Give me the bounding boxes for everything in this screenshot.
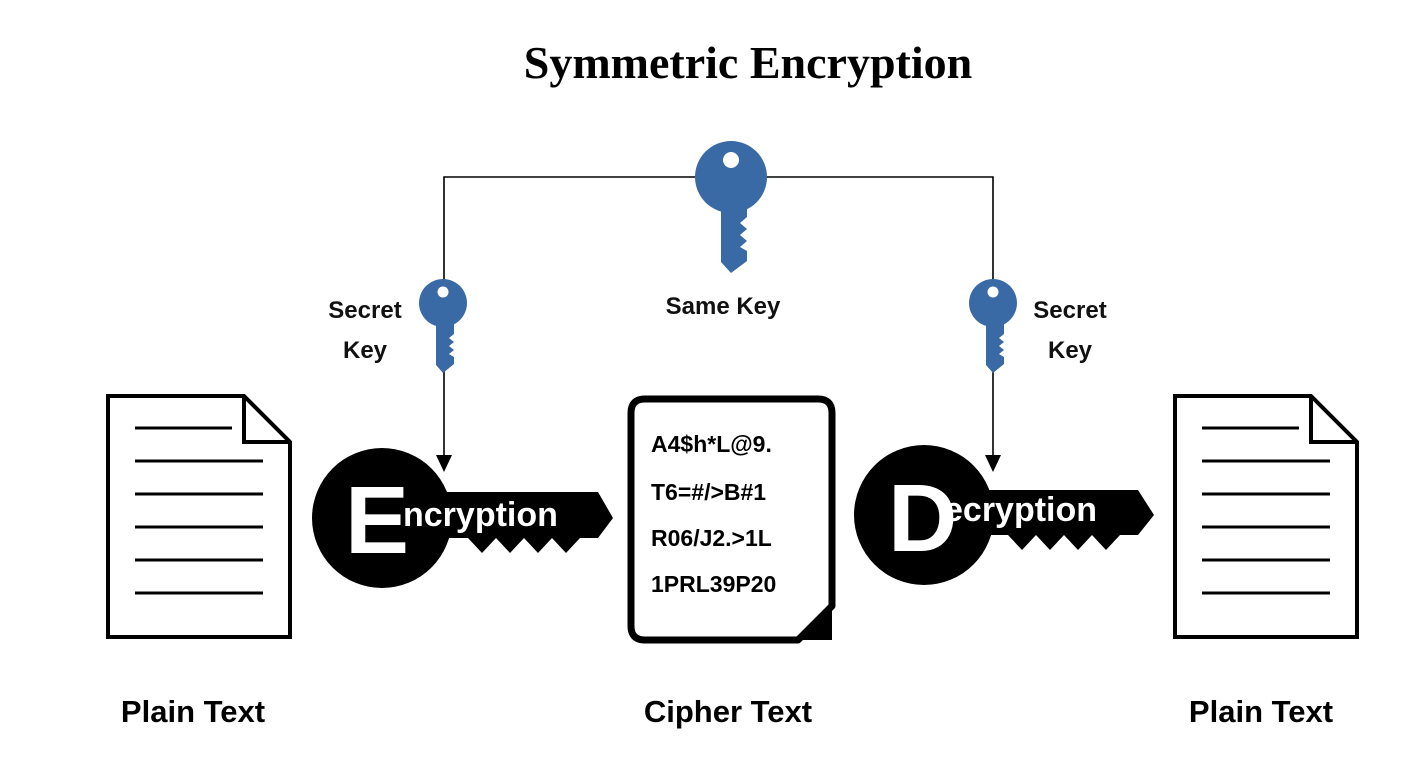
left-secret-key-label-line2: Key	[343, 337, 388, 364]
left-secret-key-label-line1: Secret	[328, 297, 401, 324]
key-icon	[695, 141, 767, 273]
document-icon	[1173, 394, 1359, 639]
decryption-initial: D	[888, 465, 957, 572]
cipher-document-icon	[627, 395, 836, 644]
cipher-text-line: 1PRL39P20	[651, 571, 776, 597]
decryption-key-icon	[854, 445, 1154, 585]
arrow-head-left	[436, 455, 452, 472]
cipher-text-line: T6=#/>B#1	[651, 479, 766, 505]
key-icon	[419, 279, 467, 373]
left-plain-text-caption: Plain Text	[121, 694, 265, 729]
right-secret-key-label-line1: Secret	[1033, 297, 1106, 324]
encryption-initial: E	[345, 467, 409, 574]
cipher-text-line: R06/J2.>1L	[651, 525, 772, 551]
encryption-word: ncryption	[403, 496, 558, 534]
diagram-title: Symmetric Encryption	[524, 37, 972, 88]
cipher-text-line: A4$h*L@9.	[651, 431, 772, 457]
encryption-key-icon	[312, 448, 613, 588]
cipher-text-caption: Cipher Text	[644, 694, 812, 729]
decryption-word: ecryption	[944, 491, 1097, 529]
document-icon	[106, 394, 292, 639]
same-key-label: Same Key	[666, 293, 781, 320]
key-connector-lines	[443, 176, 994, 455]
right-secret-key-label-line2: Key	[1048, 337, 1093, 364]
arrow-head-right	[985, 455, 1001, 472]
key-icon	[969, 279, 1017, 373]
right-plain-text-caption: Plain Text	[1189, 694, 1333, 729]
